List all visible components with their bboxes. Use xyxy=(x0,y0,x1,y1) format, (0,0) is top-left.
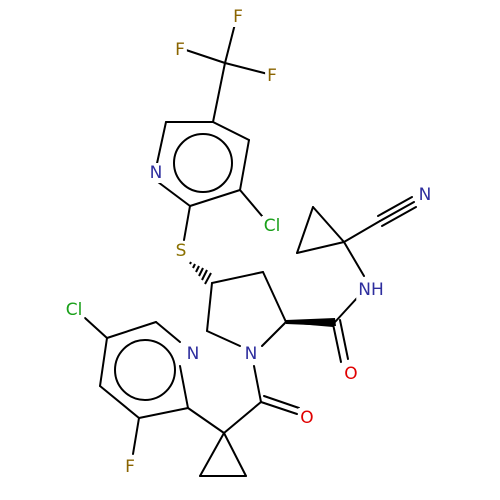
atom-label-background xyxy=(184,344,202,364)
bond xyxy=(332,323,342,363)
bond xyxy=(211,271,264,284)
bond xyxy=(183,205,191,241)
atom-label-background xyxy=(231,7,245,27)
atom-label-O-amide: O xyxy=(344,364,357,384)
aromatic-ring-circle xyxy=(114,339,176,401)
bond xyxy=(223,401,262,434)
atom-label-Cl-top: Cl xyxy=(264,216,281,236)
bond xyxy=(212,121,250,141)
atom-label-background xyxy=(342,364,360,384)
bond xyxy=(224,19,237,64)
atom-label-background xyxy=(123,457,137,477)
atom-label-S: S xyxy=(176,241,187,261)
bond xyxy=(312,206,345,243)
bond xyxy=(206,282,213,332)
bond xyxy=(189,189,241,207)
bond xyxy=(334,297,358,323)
atom-label-background xyxy=(356,280,386,300)
bond xyxy=(262,271,287,323)
bonds xyxy=(84,19,417,477)
atom-label-background xyxy=(147,163,165,183)
atom-labels: F F F N Cl N S NH Cl N N xyxy=(63,7,434,477)
atom-N-pyridine-top: N xyxy=(147,163,165,183)
bond xyxy=(224,62,269,75)
atom-N-nitrile: N xyxy=(416,185,434,205)
bond xyxy=(223,432,247,477)
atom-O-ketone: O xyxy=(298,408,316,428)
bond xyxy=(132,417,140,455)
bond xyxy=(99,337,108,387)
atom-label-N-pyridine-top: N xyxy=(150,163,163,183)
atom-label-F2: F xyxy=(175,40,185,60)
atom-label-background xyxy=(261,216,283,236)
bond xyxy=(263,395,300,409)
atom-label-background xyxy=(63,300,85,320)
bond xyxy=(155,121,167,169)
atom-O-amide: O xyxy=(342,364,360,384)
bond xyxy=(379,201,415,222)
bond xyxy=(339,319,349,360)
atom-F1: F xyxy=(231,7,245,27)
bond xyxy=(99,385,140,419)
hashed-wedge-bond xyxy=(189,261,212,285)
bond xyxy=(296,206,314,254)
bond xyxy=(187,407,225,434)
bond xyxy=(343,220,381,243)
atom-label-F-left: F xyxy=(125,457,135,477)
bond xyxy=(343,241,365,277)
atom-label-Cl-left: Cl xyxy=(66,300,83,320)
atom-Cl-top: Cl xyxy=(261,216,283,236)
bond xyxy=(155,321,181,343)
atom-F3: F xyxy=(265,66,279,86)
bond xyxy=(381,206,417,227)
atom-N-pyridine-left: N xyxy=(184,344,202,364)
bond xyxy=(261,321,287,347)
bond xyxy=(253,365,262,403)
bond xyxy=(157,181,191,207)
bond xyxy=(260,401,298,415)
atom-S: S xyxy=(173,241,189,261)
bond xyxy=(206,330,241,347)
atom-NH: NH xyxy=(356,280,386,300)
atom-label-F1: F xyxy=(233,7,243,27)
bond xyxy=(84,317,108,339)
bond xyxy=(239,139,250,191)
bond xyxy=(239,189,263,217)
aromatic-ring-circle xyxy=(173,133,233,193)
atom-label-background xyxy=(242,344,260,364)
bond xyxy=(185,49,226,64)
atom-N-pyrrolidine: N xyxy=(242,344,260,364)
atom-Cl-left: Cl xyxy=(63,300,85,320)
bond xyxy=(179,365,189,409)
bond xyxy=(296,241,345,254)
bond xyxy=(212,62,226,123)
wedge-bond xyxy=(286,318,336,326)
atom-label-F3: F xyxy=(267,66,277,86)
atom-label-background xyxy=(298,408,316,428)
atom-F2: F xyxy=(173,40,187,60)
atom-label-background xyxy=(265,66,279,86)
atom-F-left: F xyxy=(123,457,137,477)
atom-label-background xyxy=(416,185,434,205)
bond xyxy=(106,321,157,339)
bond xyxy=(377,196,413,217)
atom-label-N-nitrile: N xyxy=(419,185,432,205)
atom-label-NH: NH xyxy=(358,280,384,300)
atom-label-O-ketone: O xyxy=(300,408,313,428)
bond xyxy=(138,407,189,419)
atom-label-background xyxy=(173,241,189,261)
bond xyxy=(199,432,225,477)
atom-label-N-pyridine-left: N xyxy=(187,344,200,364)
atom-label-background xyxy=(173,40,187,60)
atom-label-N-pyrrolidine: N xyxy=(245,344,258,364)
